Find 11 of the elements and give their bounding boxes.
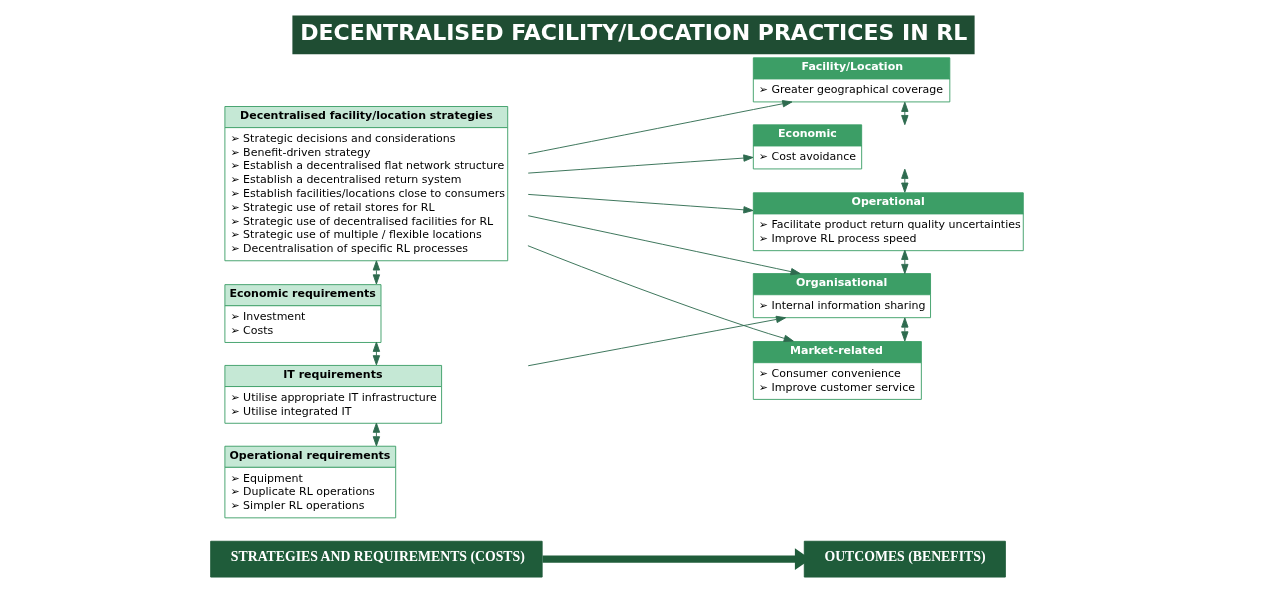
diagram-title: DECENTRALISED FACILITY/LOCATION PRACTICES IN RL	[299, 19, 967, 45]
arrow	[900, 101, 908, 126]
arrow	[527, 315, 786, 367]
arrow	[527, 100, 792, 155]
arrow	[527, 215, 801, 276]
node-box: OUTCOMES (BENEFITS)	[803, 540, 1006, 578]
arrow	[527, 154, 753, 174]
arrow	[527, 193, 753, 214]
node-box: STRATEGIES AND REQUIREMENTS (COSTS)	[209, 540, 543, 578]
arrow	[526, 245, 794, 342]
arrow	[900, 249, 908, 275]
